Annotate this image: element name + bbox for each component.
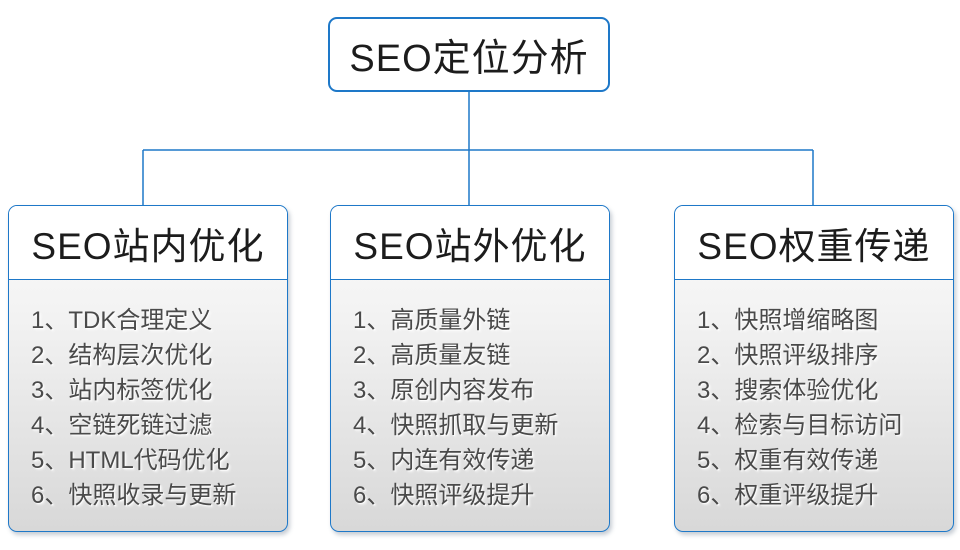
- list-item: 2、高质量友链: [353, 342, 511, 369]
- node-offsite-title: SEO站外优化: [331, 206, 609, 280]
- node-offsite-inner: SEO站外优化 1、高质量外链 2、高质量友链 3、原创内容发布 4、快照抓取与…: [331, 206, 609, 531]
- node-offsite-list: 1、高质量外链 2、高质量友链 3、原创内容发布 4、快照抓取与更新 5、内连有…: [331, 280, 609, 513]
- list-item: 3、站内标签优化: [31, 377, 213, 404]
- node-offsite-optimization: SEO站外优化 1、高质量外链 2、高质量友链 3、原创内容发布 4、快照抓取与…: [330, 205, 610, 532]
- list-item: 5、HTML代码优化: [31, 447, 230, 474]
- list-item: 6、快照评级提升: [353, 482, 535, 509]
- node-onsite-title: SEO站内优化: [9, 206, 287, 280]
- list-item: 6、快照收录与更新: [31, 482, 237, 509]
- list-item: 3、搜索体验优化: [697, 377, 879, 404]
- node-weight-list: 1、快照增缩略图 2、快照评级排序 3、搜索体验优化 4、检索与目标访问 5、权…: [675, 280, 953, 513]
- list-item: 1、TDK合理定义: [31, 307, 213, 334]
- list-item: 1、快照增缩略图: [697, 307, 879, 334]
- root-node-title: SEO定位分析: [349, 38, 589, 80]
- list-item: 6、权重评级提升: [697, 482, 879, 509]
- list-item: 4、快照抓取与更新: [353, 412, 559, 439]
- list-item: 2、结构层次优化: [31, 342, 213, 369]
- list-item: 5、权重有效传递: [697, 447, 879, 474]
- node-weight-title: SEO权重传递: [675, 206, 953, 280]
- node-weight-inner: SEO权重传递 1、快照增缩略图 2、快照评级排序 3、搜索体验优化 4、检索与…: [675, 206, 953, 531]
- list-item: 3、原创内容发布: [353, 377, 535, 404]
- node-onsite-optimization: SEO站内优化 1、TDK合理定义 2、结构层次优化 3、站内标签优化 4、空链…: [8, 205, 288, 532]
- node-onsite-inner: SEO站内优化 1、TDK合理定义 2、结构层次优化 3、站内标签优化 4、空链…: [9, 206, 287, 531]
- list-item: 5、内连有效传递: [353, 447, 535, 474]
- root-node-seo-positioning: SEO定位分析: [328, 17, 610, 92]
- list-item: 2、快照评级排序: [697, 342, 879, 369]
- list-item: 4、空链死链过滤: [31, 412, 213, 439]
- node-onsite-list: 1、TDK合理定义 2、结构层次优化 3、站内标签优化 4、空链死链过滤 5、H…: [9, 280, 287, 513]
- list-item: 4、检索与目标访问: [697, 412, 903, 439]
- list-item: 1、高质量外链: [353, 307, 511, 334]
- node-weight-transfer: SEO权重传递 1、快照增缩略图 2、快照评级排序 3、搜索体验优化 4、检索与…: [674, 205, 954, 532]
